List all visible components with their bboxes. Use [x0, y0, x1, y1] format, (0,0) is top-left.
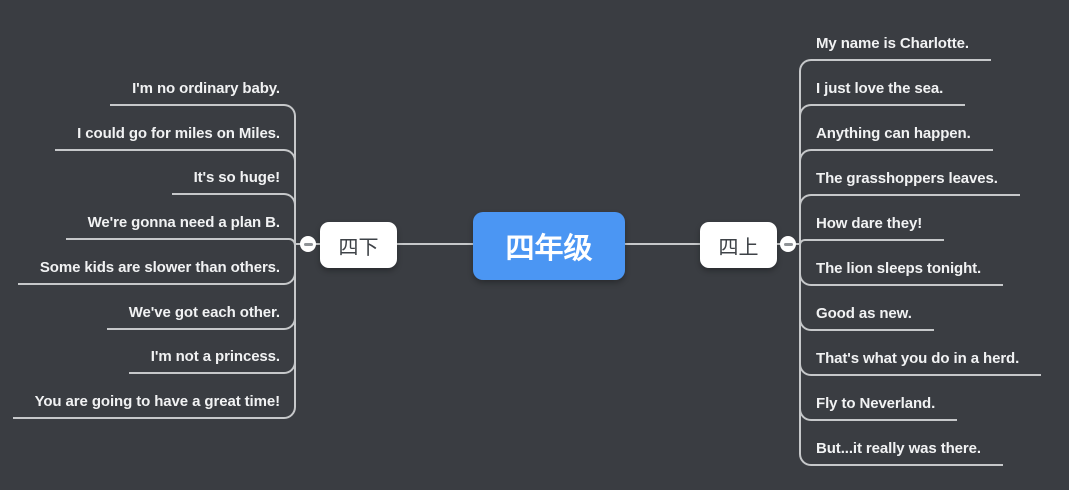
collapse-button-left[interactable]	[300, 236, 316, 252]
topic-right-1[interactable]: My name is Charlotte.	[812, 34, 991, 61]
branch-line	[282, 149, 296, 245]
branch-topic-left[interactable]: 四下	[320, 222, 397, 268]
topic-right-5[interactable]: How dare they!	[812, 214, 945, 241]
connector-line	[396, 243, 474, 245]
branch-line	[282, 193, 296, 245]
topic-right-6[interactable]: The lion sleeps tonight.	[812, 259, 1004, 286]
branch-line	[282, 243, 296, 419]
topic-left-5[interactable]: Some kids are slower than others.	[17, 258, 284, 285]
branch-topic-right-label: 四上	[718, 236, 759, 259]
topic-left-2[interactable]: I could go for miles on Miles.	[55, 124, 284, 151]
branch-line	[799, 239, 813, 245]
topic-left-4[interactable]: We're gonna need a plan B.	[65, 213, 284, 240]
minus-icon	[303, 242, 313, 246]
topic-left-3[interactable]: It's so huge!	[171, 168, 284, 195]
branch-line	[799, 194, 813, 245]
connector-line	[624, 243, 701, 245]
collapse-button-right[interactable]	[780, 236, 796, 252]
topic-right-2[interactable]: I just love the sea.	[812, 79, 966, 106]
topic-left-8[interactable]: You are going to have a great time!	[12, 392, 284, 419]
topic-left-6[interactable]: We've got each other.	[106, 303, 284, 330]
topic-right-7[interactable]: Good as new.	[812, 304, 934, 331]
branch-line	[799, 149, 813, 245]
topic-right-8[interactable]: That's what you do in a herd.	[812, 349, 1042, 376]
branch-topic-right[interactable]: 四上	[700, 222, 777, 268]
root-topic-label: 四年级	[505, 233, 593, 265]
topic-left-7[interactable]: I'm not a princess.	[128, 347, 284, 374]
topic-left-1[interactable]: I'm no ordinary baby.	[110, 79, 284, 106]
topic-right-10[interactable]: But...it really was there.	[812, 439, 1003, 466]
topic-right-9[interactable]: Fly to Neverland.	[812, 394, 958, 421]
branch-line	[799, 243, 813, 466]
root-topic[interactable]: 四年级	[473, 212, 625, 280]
topic-right-3[interactable]: Anything can happen.	[812, 124, 993, 151]
topic-right-4[interactable]: The grasshoppers leaves.	[812, 169, 1020, 196]
minus-icon	[783, 242, 793, 246]
branch-topic-left-label: 四下	[338, 236, 379, 259]
branch-line	[282, 238, 296, 245]
